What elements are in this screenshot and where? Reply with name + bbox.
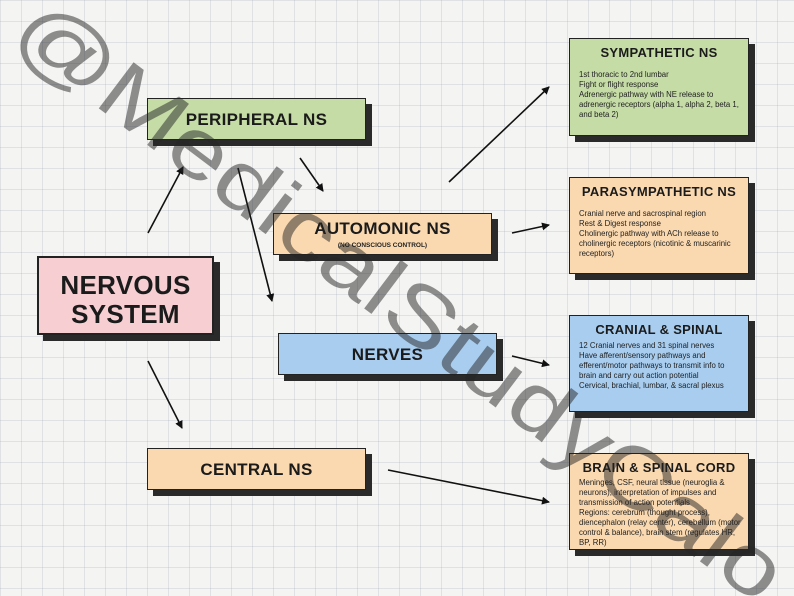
nervous-system-line2: SYSTEM xyxy=(71,299,180,329)
nervous-system-node: NERVOUS SYSTEM xyxy=(37,256,214,335)
automonic-ns-node: AUTOMONIC NS (NO CONSCIOUS CONTROL) xyxy=(273,213,492,255)
arrow-system-to-peripheral xyxy=(147,166,184,234)
peripheral-ns-node: PERIPHERAL NS xyxy=(147,98,366,140)
automonic-ns-subtitle: (NO CONSCIOUS CONTROL) xyxy=(337,242,428,249)
parasympathetic-ns-line: Cranial nerve and sacrospinal region xyxy=(579,209,706,218)
brain-spinal-cord-details: Meninges, CSF, neural tissue (neuroglia … xyxy=(579,478,742,548)
cranial-spinal-line: 12 Cranial nerves and 31 spinal nerves xyxy=(579,341,715,350)
parasympathetic-ns-title: PARASYMPATHETIC NS xyxy=(581,184,737,199)
sympathetic-ns-line: 1st thoracic to 2nd lumbar xyxy=(579,70,669,79)
arrow-peripheral-to-automonic xyxy=(299,157,324,192)
arrow-automonic-to-sympathetic xyxy=(448,86,550,183)
brain-spinal-cord-line: Regions: cerebrum (thought process), die… xyxy=(579,507,741,547)
cranial-spinal-details: 12 Cranial nerves and 31 spinal nerves H… xyxy=(579,341,742,391)
parasympathetic-ns-line: Cholinergic pathway with ACh release to … xyxy=(579,228,731,258)
arrow-nerves-to-cranial xyxy=(511,355,550,368)
nerves-title: NERVES xyxy=(351,345,424,364)
cranial-spinal-box: CRANIAL & SPINAL 12 Cranial nerves and 3… xyxy=(569,315,749,412)
arrow-central-to-brain xyxy=(387,469,550,505)
central-ns-title: CENTRAL NS xyxy=(200,460,313,479)
arrow-peripheral-to-nerves xyxy=(237,167,275,302)
central-ns-node: CENTRAL NS xyxy=(147,448,366,490)
sympathetic-ns-line: Fight or flight response xyxy=(579,79,659,89)
peripheral-ns-title: PERIPHERAL NS xyxy=(185,110,328,129)
arrow-automonic-to-parasympathetic xyxy=(511,222,550,234)
parasympathetic-ns-details: Cranial nerve and sacrospinal region Res… xyxy=(579,209,742,259)
nerves-node: NERVES xyxy=(278,333,497,375)
cranial-spinal-line: Cervical, brachial, lumbar, & sacral ple… xyxy=(579,380,724,390)
brain-spinal-cord-title: BRAIN & SPINAL CORD xyxy=(582,460,736,475)
sympathetic-ns-line: Adrenergic pathway with NE release to ad… xyxy=(579,89,739,119)
nervous-system-line1: NERVOUS xyxy=(60,270,191,300)
sympathetic-ns-box: SYMPATHETIC NS 1st thoracic to 2nd lumba… xyxy=(569,38,749,136)
parasympathetic-ns-box: PARASYMPATHETIC NS Cranial nerve and sac… xyxy=(569,177,749,274)
sympathetic-ns-title: SYMPATHETIC NS xyxy=(600,45,718,60)
parasympathetic-ns-line: Rest & Digest response xyxy=(579,218,661,228)
brain-spinal-cord-box: BRAIN & SPINAL CORD Meninges, CSF, neura… xyxy=(569,453,749,550)
sympathetic-ns-details: 1st thoracic to 2nd lumbar Fight or flig… xyxy=(579,70,742,120)
cranial-spinal-title: CRANIAL & SPINAL xyxy=(595,322,723,337)
arrow-system-to-central xyxy=(147,360,183,429)
cranial-spinal-line: Have afferent/sensory pathways and effer… xyxy=(579,350,725,380)
automonic-ns-title: AUTOMONIC NS xyxy=(314,219,451,238)
brain-spinal-cord-line: Meninges, CSF, neural tissue (neuroglia … xyxy=(579,478,725,507)
